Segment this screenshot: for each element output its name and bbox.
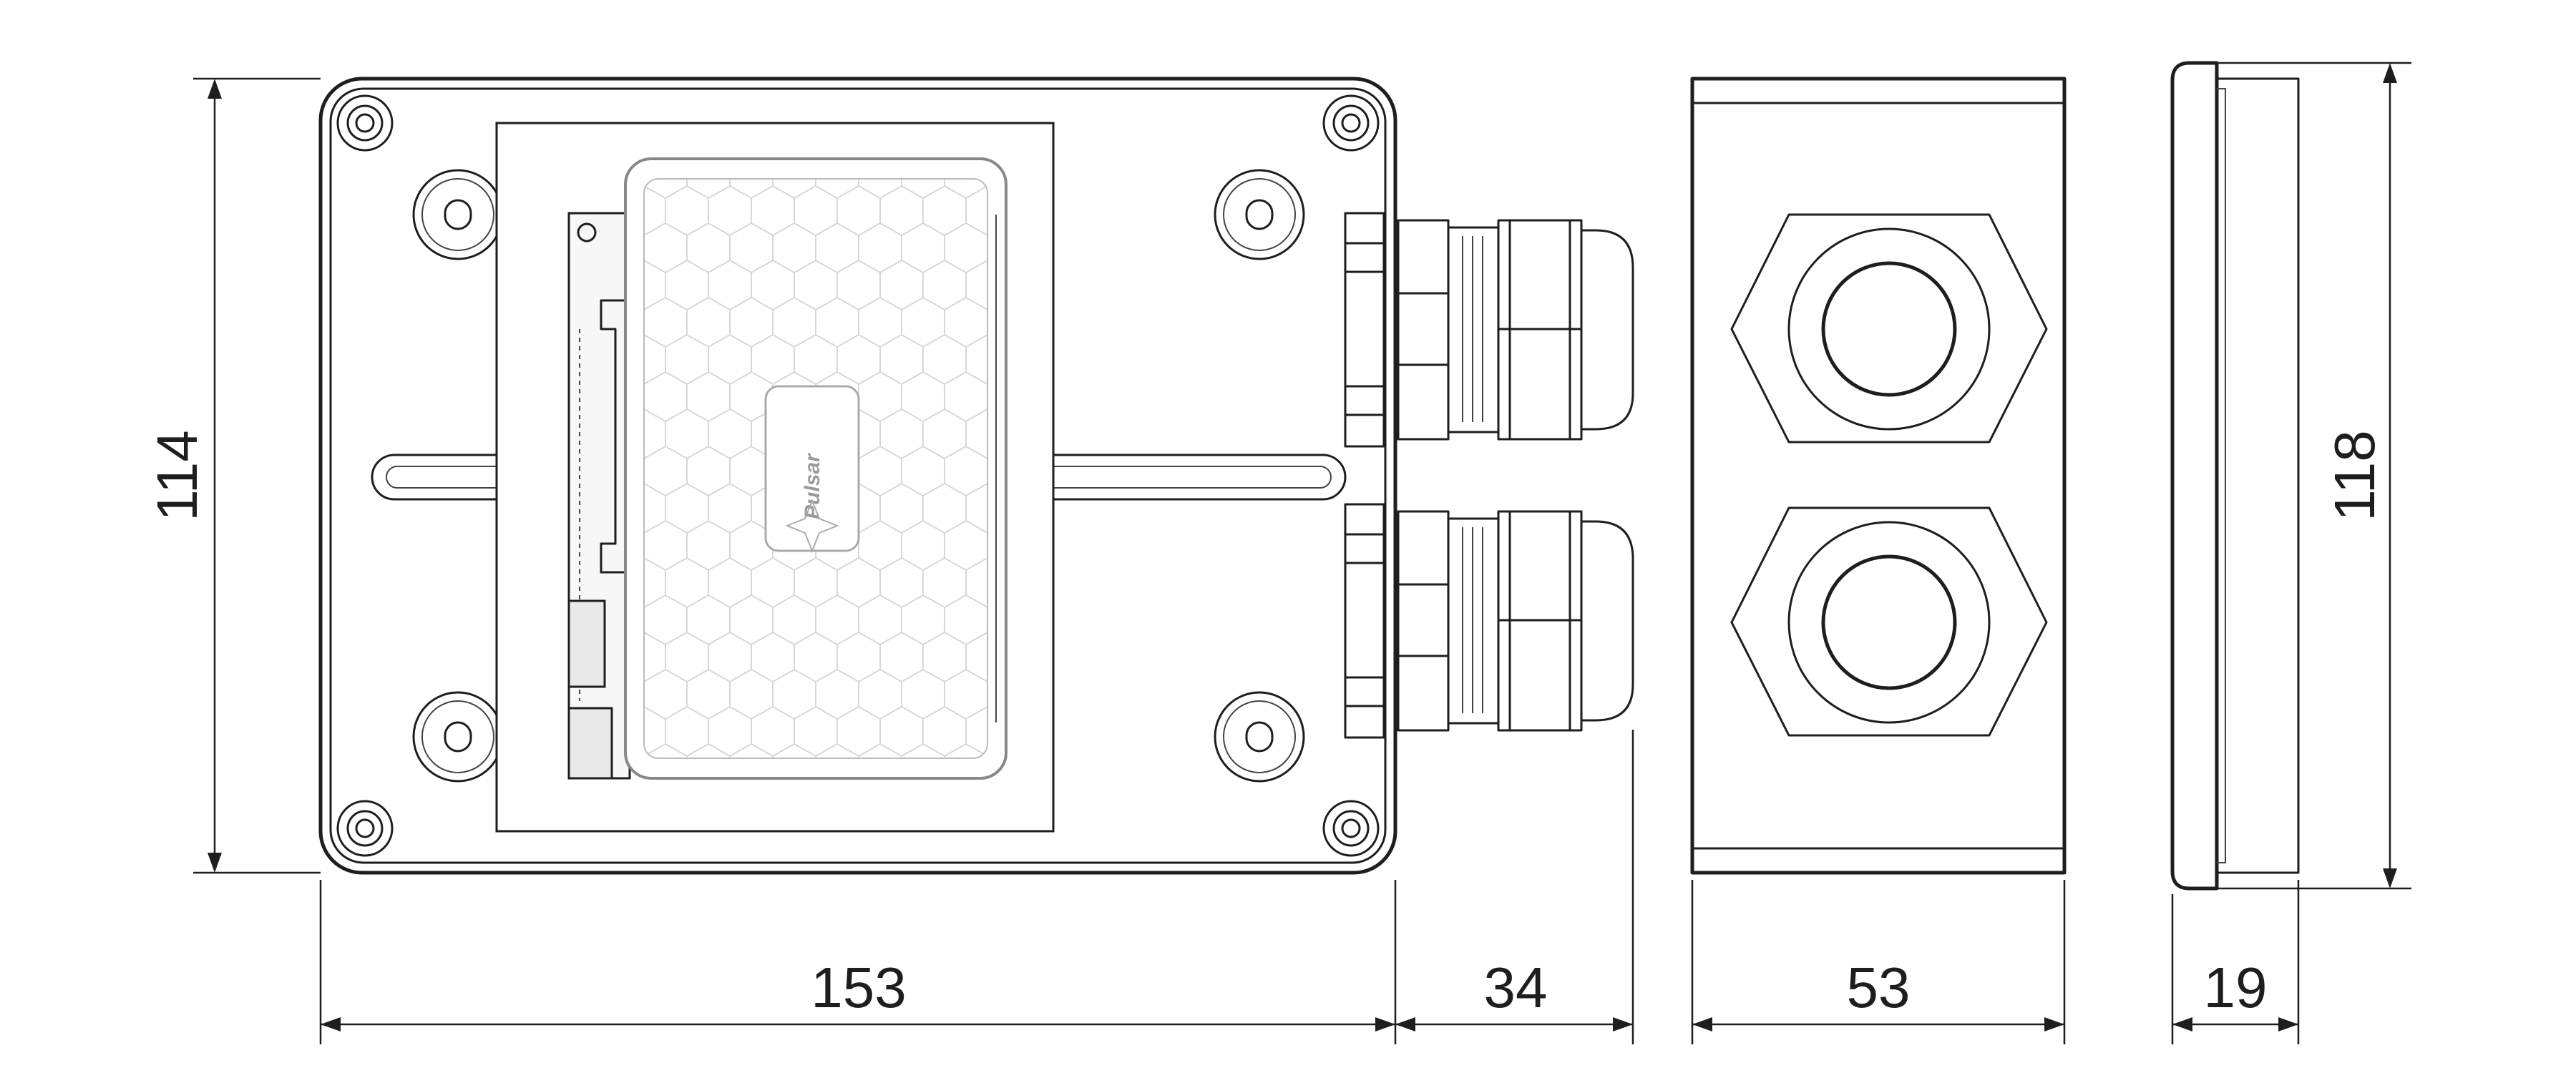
dimension-gland-length: 34 — [1395, 730, 1634, 1044]
dimension-label-side-width: 53 — [1847, 956, 1911, 1019]
power-supply-module: Pulsar — [624, 157, 1008, 780]
gland-hex-nut-top — [1730, 213, 2048, 444]
profile-view — [2170, 61, 2300, 891]
mounting-hole-bottom-left — [412, 691, 504, 783]
corner-screw-top-left — [336, 94, 394, 152]
side-view-outline — [1690, 77, 2067, 875]
logo-text: Pulsar — [801, 452, 824, 519]
dimension-label-height-front: 114 — [145, 430, 209, 521]
corner-screw-top-right — [1322, 94, 1380, 152]
dimension-label-depth: 19 — [2204, 956, 2268, 1019]
dimension-height-front: 114 — [145, 77, 321, 874]
dimension-width-front: 153 — [319, 880, 1397, 1044]
dimension-label-width-front: 153 — [811, 956, 906, 1019]
dimension-depth: 19 — [2171, 880, 2300, 1044]
mounting-hole-top-left — [412, 169, 504, 260]
mounting-hole-bottom-right — [1214, 691, 1305, 783]
dimension-label-height-side: 118 — [2323, 430, 2386, 521]
enclosure-outline — [318, 77, 1397, 875]
dimension-label-gland-length: 34 — [1484, 956, 1548, 1019]
enclosure-inner-rim — [329, 87, 1387, 864]
cable-gland-top — [1344, 212, 1634, 448]
gland-hex-nut-bottom — [1730, 506, 2048, 737]
din-rail-clip — [567, 212, 631, 780]
logo-star-icon — [785, 499, 839, 553]
front-view: Pulsar — [318, 77, 1634, 875]
dimension-height-side: 118 — [2217, 62, 2411, 890]
cable-gland-bottom — [1344, 503, 1634, 739]
mounting-hole-top-right — [1214, 169, 1305, 260]
dimension-side-width: 53 — [1691, 880, 2066, 1044]
side-view-glands — [1690, 77, 2067, 875]
corner-screw-bottom-left — [336, 800, 394, 857]
corner-screw-bottom-right — [1322, 800, 1380, 857]
